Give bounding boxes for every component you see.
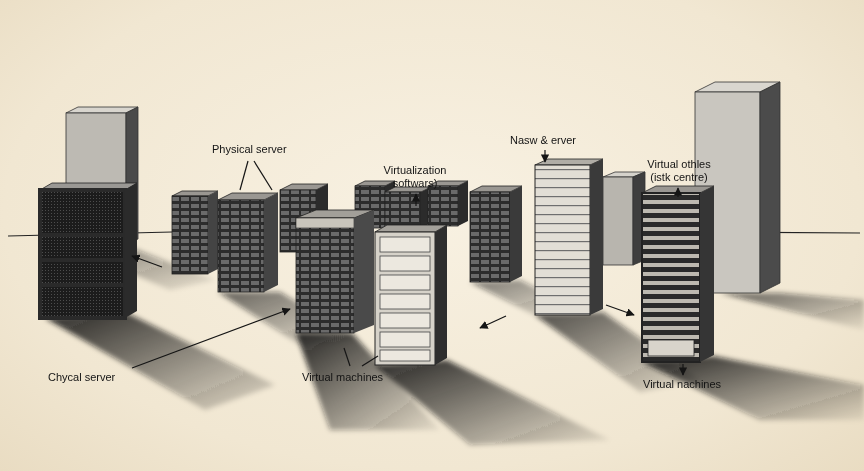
leader-lines — [132, 150, 683, 375]
server-rack — [375, 225, 447, 365]
callout-label: Nasw & erver — [510, 134, 576, 147]
server-rack — [172, 191, 218, 274]
server-block — [603, 172, 645, 265]
server-rack — [470, 186, 522, 282]
callout-label: Virtualization softwars) — [372, 164, 458, 190]
server-rack — [40, 183, 137, 318]
callout-label: Virtual othles (istk centre) — [636, 158, 722, 184]
callout-label: Physical server — [212, 143, 287, 156]
server-rack — [535, 159, 603, 315]
server-rack — [642, 186, 714, 362]
callout-label: Chycal server — [48, 371, 115, 384]
callout-label: Virtual nachines — [643, 378, 721, 391]
server-rack — [218, 193, 278, 292]
server-rack — [385, 187, 431, 228]
callout-label: Virtual machines — [302, 371, 383, 384]
server-rack — [296, 210, 374, 333]
